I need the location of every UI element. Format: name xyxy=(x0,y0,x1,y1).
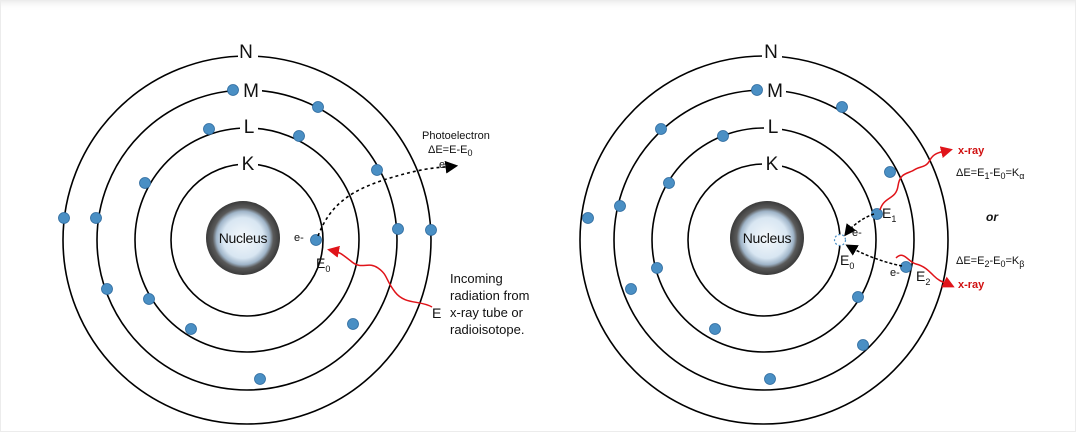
electron xyxy=(392,223,404,235)
e0-label: E0 xyxy=(840,252,854,271)
nucleus-label: Nucleus xyxy=(743,230,792,246)
xray-emission-alpha xyxy=(879,146,953,211)
incoming-text-4: radioisotope. xyxy=(450,322,524,337)
incoming-text-1: Incoming xyxy=(450,271,503,286)
electron-vacancy xyxy=(833,233,847,247)
electron xyxy=(751,84,763,96)
shell-label-m: M xyxy=(243,81,259,102)
electron xyxy=(884,166,896,178)
photoelectron-symbol: e- xyxy=(439,159,449,171)
formula-k-beta: ΔE=E2-E0=Kβ xyxy=(956,255,1024,269)
electron xyxy=(655,123,667,135)
nucleus-label: Nucleus xyxy=(219,230,268,246)
electron xyxy=(857,339,869,351)
electron xyxy=(185,323,197,335)
formula-k-alpha: ΔE=E1-E0=Kα xyxy=(956,167,1024,181)
electron xyxy=(836,101,848,113)
incoming-radiation-arrow xyxy=(327,245,433,308)
e2-label: E2 xyxy=(916,268,930,287)
xray-emission-beta xyxy=(895,254,955,288)
electron xyxy=(254,373,266,385)
transition-arrow-e1 xyxy=(844,213,875,237)
electron xyxy=(425,224,437,236)
photoelectron-title: Photoelectron xyxy=(422,130,490,142)
electron xyxy=(651,262,663,274)
right-atom: N M L K Nucleus E1 xyxy=(579,40,1024,425)
electron xyxy=(101,283,113,295)
e0-label: E0 xyxy=(316,255,330,274)
electron xyxy=(58,212,70,224)
shell-label-k: K xyxy=(766,154,779,175)
nucleus xyxy=(730,201,804,275)
xray-label-top: x-ray xyxy=(958,145,985,157)
electron xyxy=(203,123,215,135)
electron xyxy=(717,130,729,142)
electron xyxy=(625,283,637,295)
e1-label: E1 xyxy=(882,205,896,224)
electron xyxy=(371,164,383,176)
or-text: or xyxy=(986,210,999,224)
nucleus xyxy=(206,201,280,275)
electron xyxy=(852,291,864,303)
electron xyxy=(139,177,151,189)
electron xyxy=(663,177,675,189)
xray-label-bottom: x-ray xyxy=(958,279,985,291)
transition-arrow-e2 xyxy=(845,244,903,267)
photoelectron-formula: ΔE=E-E0 xyxy=(428,144,472,158)
left-electrons xyxy=(58,84,437,385)
shell-label-m: M xyxy=(767,81,783,102)
right-electrons xyxy=(582,84,912,385)
shell-label-n: N xyxy=(764,42,778,63)
incoming-text-2: radiation from xyxy=(450,288,529,303)
electron-e1 xyxy=(871,208,883,220)
electron xyxy=(293,130,305,142)
electron xyxy=(143,293,155,305)
shell-label-l: L xyxy=(244,117,255,138)
electron-label: e- xyxy=(294,232,304,244)
electron xyxy=(764,373,776,385)
shell-label-n: N xyxy=(239,42,253,63)
electron xyxy=(614,200,626,212)
incoming-text-3: x-ray tube or xyxy=(450,305,524,320)
electron xyxy=(312,101,324,113)
photoelectron-path xyxy=(317,160,459,237)
electron-e2 xyxy=(900,261,912,273)
electron xyxy=(347,318,359,330)
incoming-energy-label: E xyxy=(432,305,441,321)
shell-label-l: L xyxy=(768,117,779,138)
electron xyxy=(90,212,102,224)
electron xyxy=(709,323,721,335)
electron xyxy=(227,84,239,96)
electron-label-1: e- xyxy=(852,227,862,239)
electron-label-2: e- xyxy=(890,267,900,279)
electron-ejected xyxy=(310,234,322,246)
shell-label-k: K xyxy=(242,154,255,175)
left-atom: N M L K Nucleus e- E0 xyxy=(58,40,529,425)
electron xyxy=(582,212,594,224)
